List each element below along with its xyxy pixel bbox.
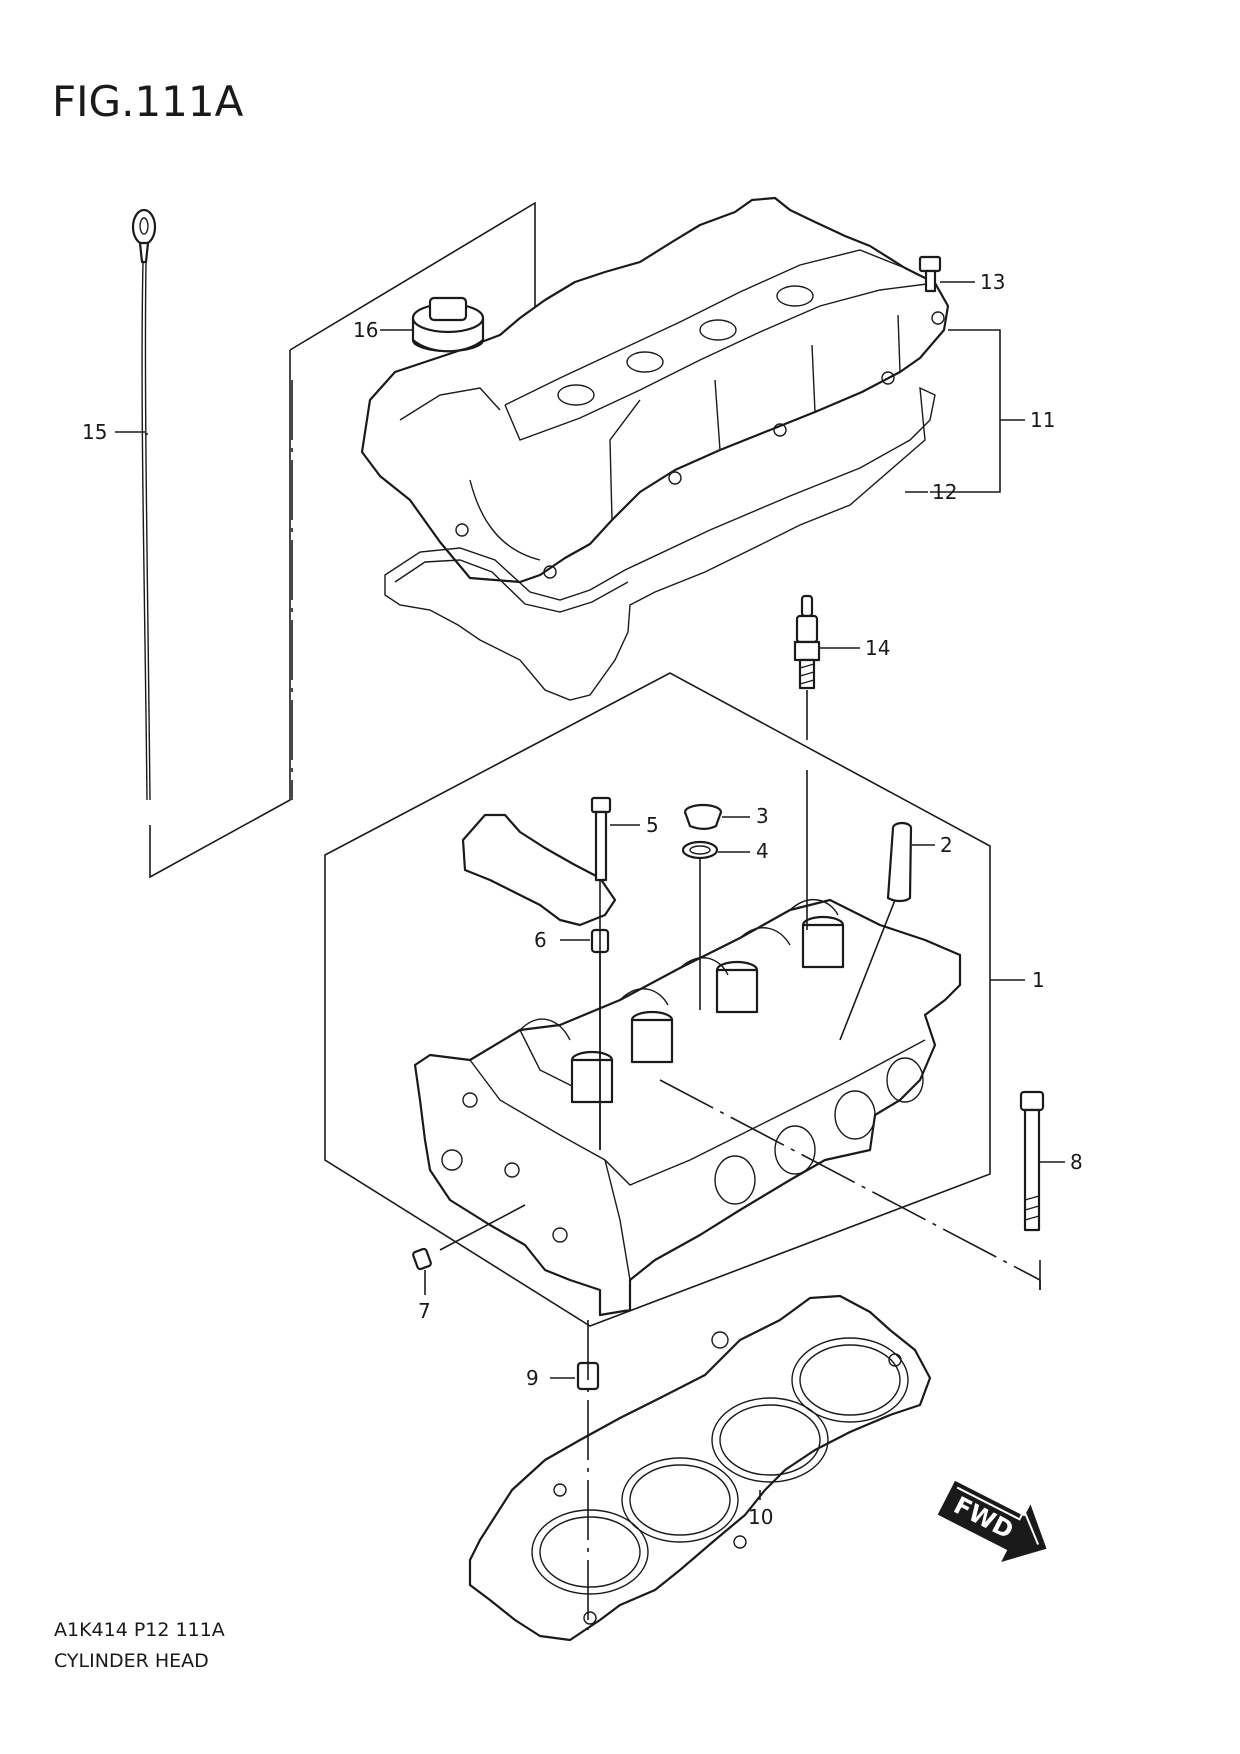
side-dowel-guide-line bbox=[439, 1204, 526, 1251]
dipstick-part[interactable] bbox=[131, 208, 157, 801]
callout-16[interactable]: 16 bbox=[353, 318, 378, 342]
cylinder-head-cover-part[interactable] bbox=[360, 196, 950, 584]
plug-part[interactable] bbox=[683, 803, 723, 831]
valve-guide-line bbox=[839, 899, 896, 1041]
oil-filler-cap-part[interactable] bbox=[411, 296, 485, 353]
callout-1[interactable]: 1 bbox=[1032, 968, 1045, 992]
cover-group-frame-top bbox=[289, 201, 536, 351]
dowel-pin-side-part[interactable] bbox=[412, 1247, 432, 1271]
figure-code: A1K414 P12 111A bbox=[54, 1619, 225, 1641]
o-ring-inner bbox=[689, 845, 711, 855]
head-group-frame bbox=[324, 672, 991, 1327]
head-gasket-part[interactable] bbox=[468, 1294, 932, 1642]
cylinder-head-part[interactable] bbox=[413, 898, 962, 1317]
callout-9[interactable]: 9 bbox=[526, 1366, 539, 1390]
cover-gasket-part[interactable] bbox=[384, 386, 936, 701]
valve-guide-part[interactable] bbox=[886, 821, 913, 903]
fwd-arrow-icon: FWD bbox=[937, 1480, 1047, 1562]
callout-14[interactable]: 14 bbox=[865, 636, 890, 660]
o-ring-part[interactable] bbox=[681, 840, 719, 860]
head-bolt-part[interactable] bbox=[1019, 1090, 1045, 1232]
callout-13[interactable]: 13 bbox=[980, 270, 1005, 294]
leader-11-bracket bbox=[930, 329, 1001, 493]
callout-4[interactable]: 4 bbox=[756, 839, 769, 863]
spark-plug-part[interactable] bbox=[793, 594, 821, 690]
callout-12[interactable]: 12 bbox=[932, 480, 957, 504]
figure-name: CYLINDER HEAD bbox=[54, 1650, 209, 1672]
callout-15[interactable]: 15 bbox=[82, 420, 107, 444]
callout-10[interactable]: 10 bbox=[748, 1505, 773, 1529]
camshaft-cap-part[interactable] bbox=[461, 813, 617, 927]
callout-5[interactable]: 5 bbox=[646, 813, 659, 837]
callout-11[interactable]: 11 bbox=[1030, 408, 1055, 432]
callout-3[interactable]: 3 bbox=[756, 804, 769, 828]
callout-2[interactable]: 2 bbox=[940, 833, 953, 857]
cover-bolt-part[interactable] bbox=[918, 255, 942, 293]
dipstick-group-frame bbox=[149, 350, 291, 879]
cap-bolt-part[interactable] bbox=[590, 796, 612, 882]
callout-6[interactable]: 6 bbox=[534, 928, 547, 952]
figure-title: FIG.111A bbox=[52, 77, 244, 126]
callout-8[interactable]: 8 bbox=[1070, 1150, 1083, 1174]
cover-gasket-inner-line bbox=[394, 559, 629, 613]
callout-7[interactable]: 7 bbox=[418, 1299, 431, 1323]
